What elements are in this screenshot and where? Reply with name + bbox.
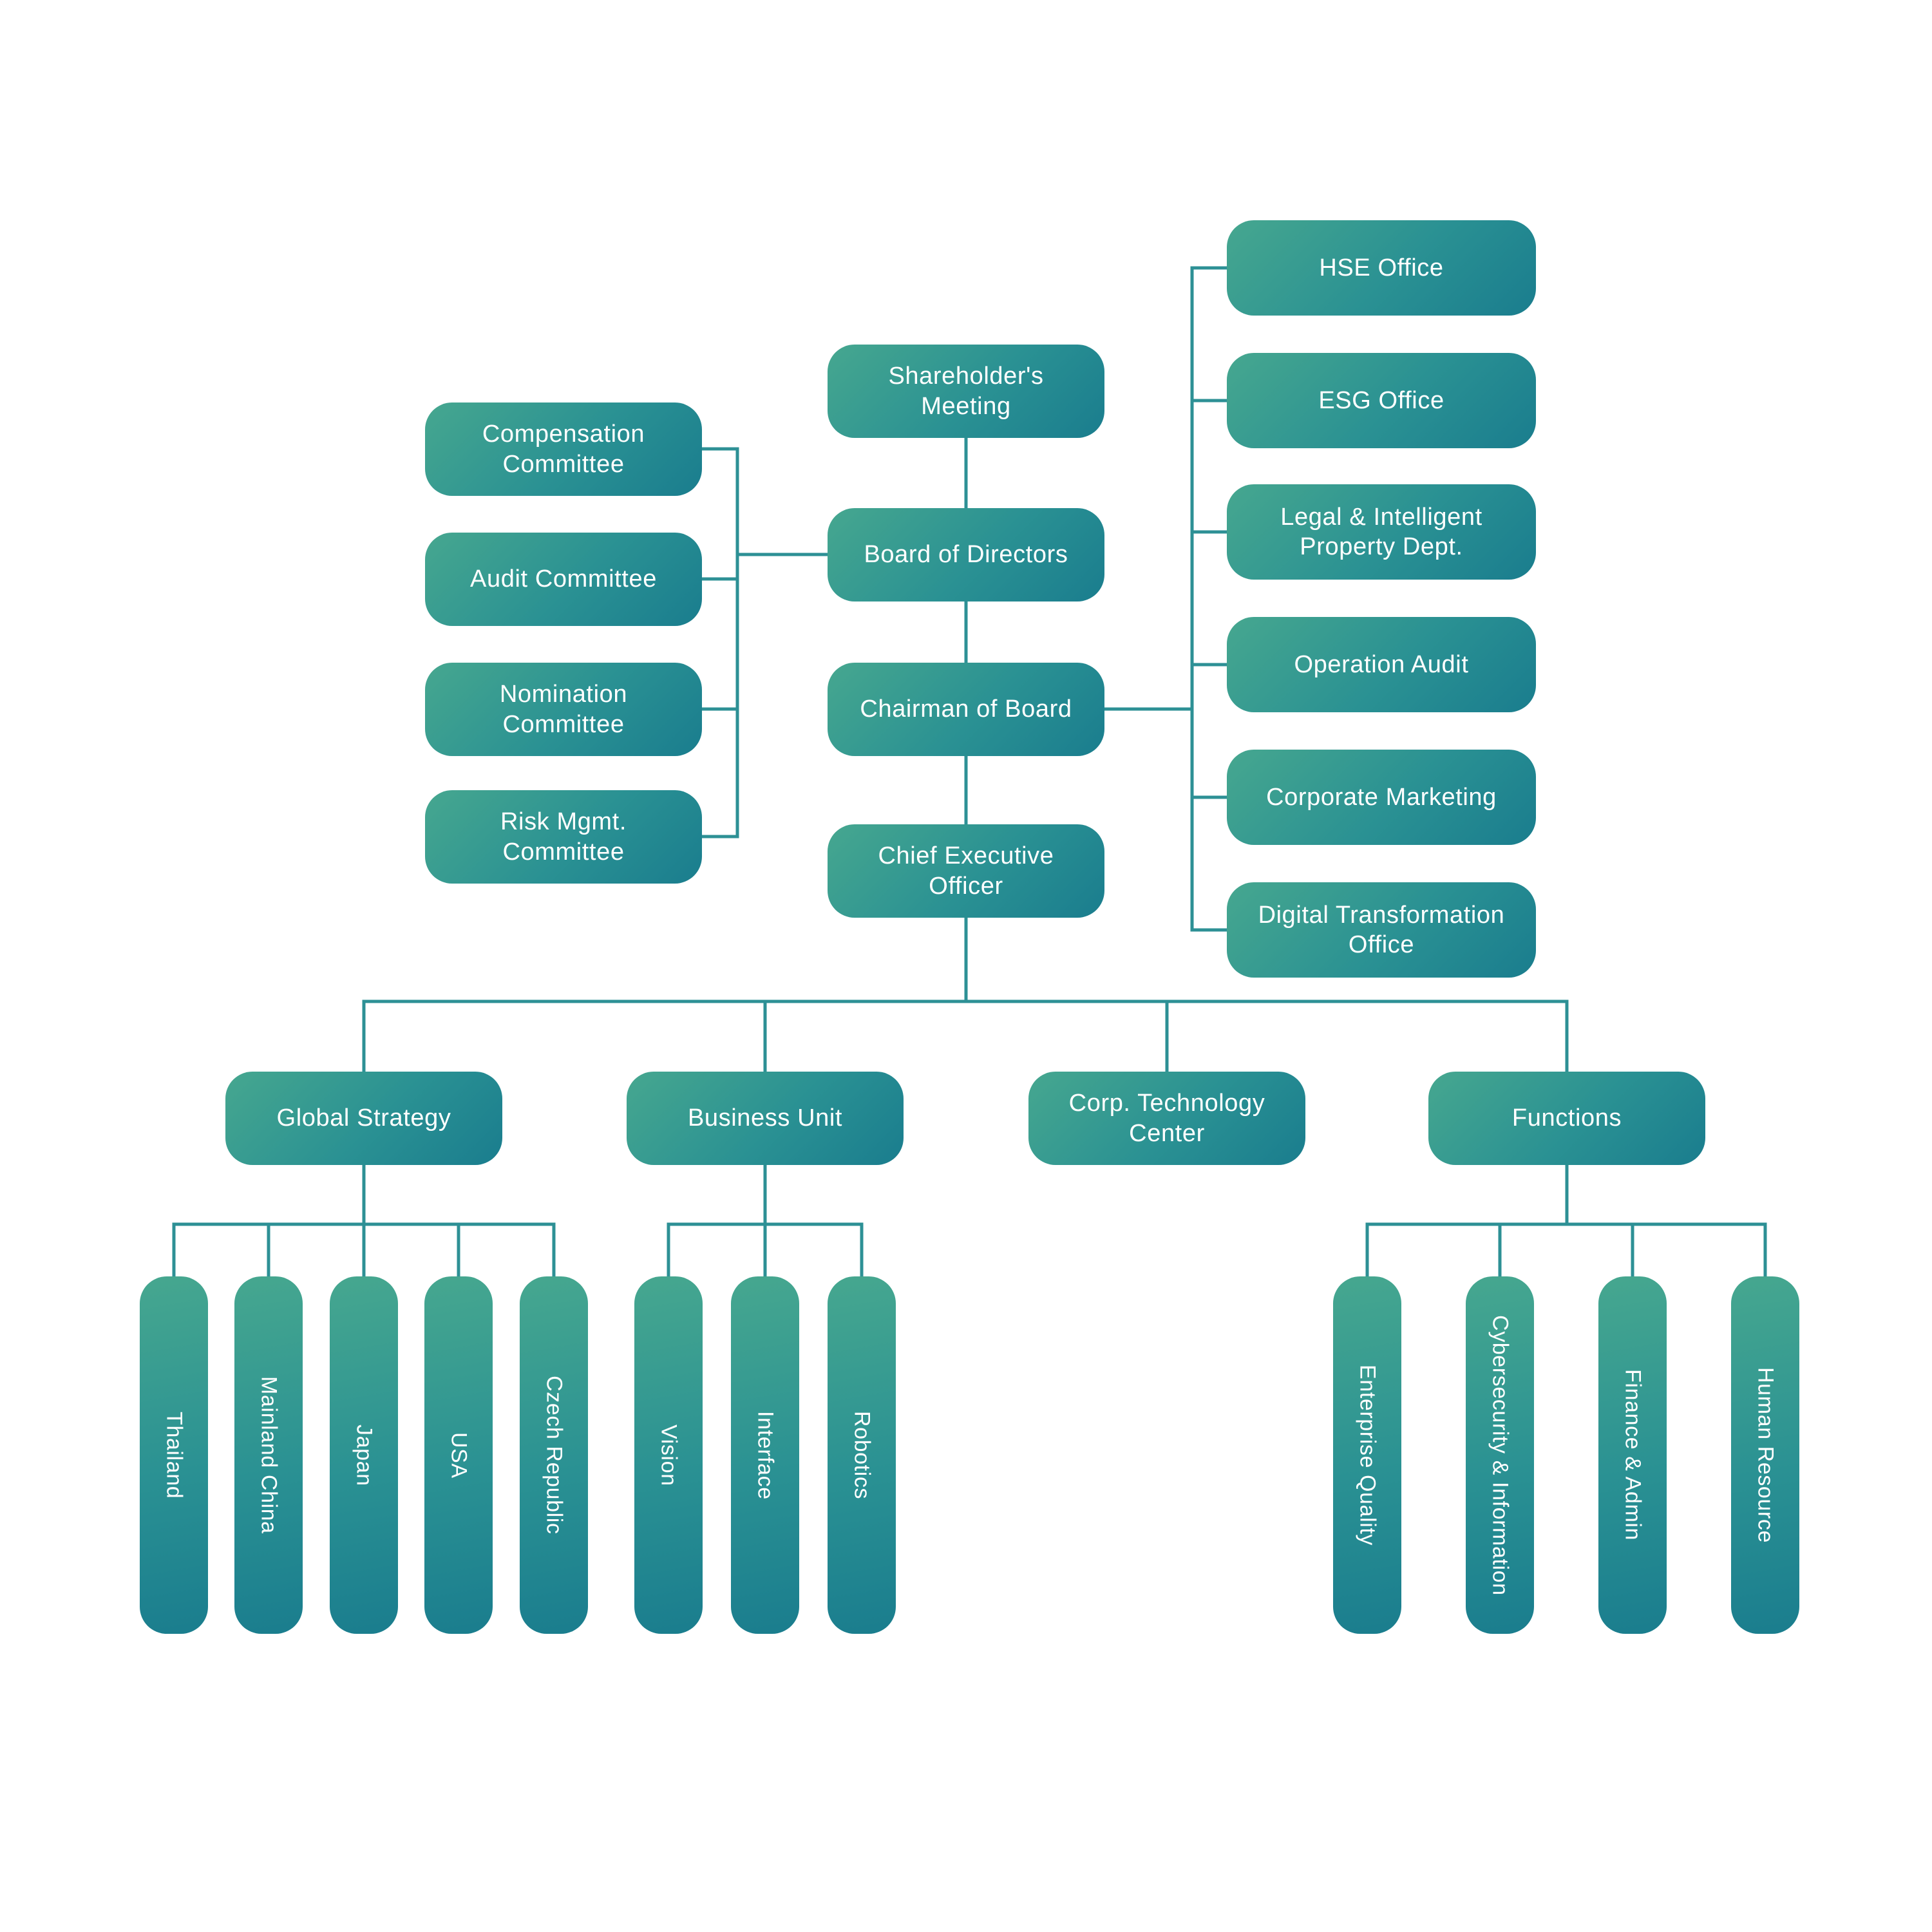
node-chairman-of-board: Chairman of Board	[828, 663, 1104, 756]
node-audit-committee: Audit Committee	[425, 533, 702, 626]
node-chief-executive-officer: Chief Executive Officer	[828, 824, 1104, 918]
node-robotics: Robotics	[828, 1276, 896, 1634]
node-thailand: Thailand	[140, 1276, 208, 1634]
node-risk-mgmt-committee: Risk Mgmt. Committee	[425, 790, 702, 884]
node-enterprise-quality: Enterprise Quality	[1333, 1276, 1401, 1634]
node-cybersecurity-information: Cybersecurity & Information	[1466, 1276, 1534, 1634]
node-esg-office: ESG Office	[1227, 353, 1536, 448]
node-finance-admin: Finance & Admin	[1598, 1276, 1667, 1634]
node-digital-transformation-office: Digital Transformation Office	[1227, 882, 1536, 978]
node-board-of-directors: Board of Directors	[828, 508, 1104, 601]
node-global-strategy: Global Strategy	[225, 1072, 502, 1165]
node-japan: Japan	[330, 1276, 398, 1634]
node-nomination-committee: Nomination Committee	[425, 663, 702, 756]
node-vision: Vision	[634, 1276, 703, 1634]
node-interface: Interface	[731, 1276, 799, 1634]
node-mainland-china: Mainland China	[234, 1276, 303, 1634]
node-compensation-committee: Compensation Committee	[425, 402, 702, 496]
node-shareholders-meeting: Shareholder's Meeting	[828, 345, 1104, 438]
node-functions: Functions	[1428, 1072, 1705, 1165]
node-czech-republic: Czech Republic	[520, 1276, 588, 1634]
node-hse-office: HSE Office	[1227, 220, 1536, 316]
node-business-unit: Business Unit	[627, 1072, 904, 1165]
node-legal-intelligent-property-dept: Legal & Intelligent Property Dept.	[1227, 484, 1536, 580]
node-usa: USA	[424, 1276, 493, 1634]
node-corporate-marketing: Corporate Marketing	[1227, 750, 1536, 845]
node-corp-technology-center: Corp. Technology Center	[1028, 1072, 1305, 1165]
node-operation-audit: Operation Audit	[1227, 617, 1536, 712]
node-human-resource: Human Resource	[1731, 1276, 1799, 1634]
